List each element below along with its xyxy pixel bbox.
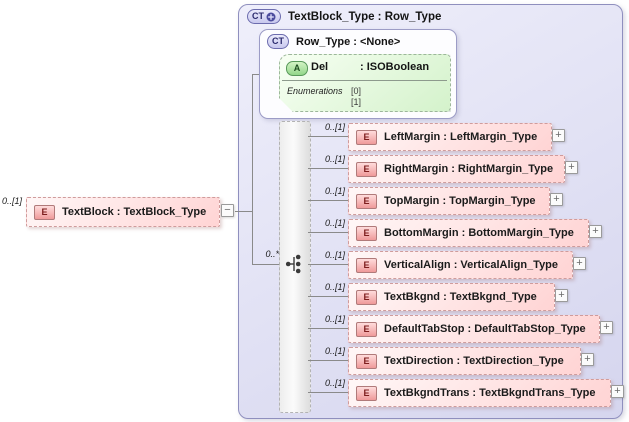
occurrence-label: 0..[1] bbox=[324, 250, 345, 260]
element-label: TextDirection : TextDirection_Type bbox=[384, 355, 564, 367]
element-label: DefaultTabStop : DefaultTabStop_Type bbox=[384, 323, 586, 335]
attribute-type: : ISOBoolean bbox=[360, 61, 430, 73]
base-type-title: Row_Type : <None> bbox=[296, 35, 401, 48]
element-label: TopMargin : TopMargin_Type bbox=[384, 195, 536, 207]
connector-line bbox=[308, 232, 348, 233]
expand-button[interactable]: + bbox=[555, 289, 568, 302]
sequence-group-bar[interactable] bbox=[279, 121, 311, 413]
element-label: LeftMargin : LeftMargin_Type bbox=[384, 131, 538, 143]
connector-line bbox=[308, 136, 348, 137]
connector-line bbox=[308, 168, 348, 169]
expand-button[interactable]: + bbox=[600, 321, 613, 334]
occurrence-label: 0..[1] bbox=[324, 186, 345, 196]
connector-line bbox=[308, 200, 348, 201]
connector-line bbox=[252, 74, 253, 265]
root-element-box[interactable]: E TextBlock : TextBlock_Type bbox=[26, 197, 220, 227]
complex-type-title: TextBlock_Type : Row_Type bbox=[288, 10, 442, 23]
element-box[interactable]: E TopMargin : TopMargin_Type bbox=[348, 187, 550, 215]
element-badge: E bbox=[356, 161, 377, 177]
attribute-box[interactable]: A Del : ISOBoolean Enumerations [0] [1] bbox=[279, 54, 451, 112]
connector-line bbox=[252, 264, 279, 265]
element-badge: E bbox=[356, 129, 377, 145]
connector-line bbox=[308, 296, 348, 297]
occurrence-label: 0..[1] bbox=[324, 218, 345, 228]
element-box[interactable]: E TextBkgnd : TextBkgnd_Type bbox=[348, 283, 555, 311]
connector-line bbox=[308, 328, 348, 329]
connector-line bbox=[308, 392, 348, 393]
connector-line bbox=[308, 264, 348, 265]
expand-button[interactable]: + bbox=[573, 257, 586, 270]
element-badge: E bbox=[34, 204, 55, 220]
element-box[interactable]: E DefaultTabStop : DefaultTabStop_Type bbox=[348, 315, 600, 343]
complex-type-container: CT TextBlock_Type : Row_Type CT Row_Type… bbox=[238, 4, 623, 419]
base-type-badge: CT bbox=[267, 34, 289, 49]
attribute-separator bbox=[282, 80, 447, 81]
expand-button[interactable]: + bbox=[581, 353, 594, 366]
element-box[interactable]: E RightMargin : RightMargin_Type bbox=[348, 155, 565, 183]
enumerations-label: Enumerations bbox=[287, 86, 343, 96]
element-badge: E bbox=[356, 289, 377, 305]
collapse-button[interactable]: − bbox=[221, 204, 234, 217]
element-box[interactable]: E VerticalAlign : VerticalAlign_Type bbox=[348, 251, 573, 279]
occurrence-label: 0..[1] bbox=[324, 314, 345, 324]
occurrence-label: 0..[1] bbox=[324, 346, 345, 356]
expand-button[interactable]: + bbox=[589, 225, 602, 238]
expand-button[interactable]: + bbox=[550, 193, 563, 206]
element-label: VerticalAlign : VerticalAlign_Type bbox=[384, 259, 559, 271]
occurrence-label: 0..[1] bbox=[324, 154, 345, 164]
occurrence-label: 0..[1] bbox=[324, 122, 345, 132]
element-label: BottomMargin : BottomMargin_Type bbox=[384, 227, 574, 239]
element-box[interactable]: E LeftMargin : LeftMargin_Type bbox=[348, 123, 552, 151]
expand-button[interactable]: + bbox=[611, 385, 624, 398]
expand-button[interactable]: + bbox=[552, 129, 565, 142]
element-label: TextBkgndTrans : TextBkgndTrans_Type bbox=[384, 387, 596, 399]
attribute-badge: A bbox=[286, 61, 308, 76]
complex-type-badge: CT bbox=[247, 9, 281, 24]
element-box[interactable]: E BottomMargin : BottomMargin_Type bbox=[348, 219, 589, 247]
element-badge: E bbox=[356, 385, 377, 401]
element-badge: E bbox=[356, 321, 377, 337]
connector-line bbox=[252, 74, 259, 75]
element-badge: E bbox=[356, 225, 377, 241]
element-box[interactable]: E TextDirection : TextDirection_Type bbox=[348, 347, 581, 375]
enumeration-value: [0] bbox=[351, 86, 362, 96]
enumeration-value: [1] bbox=[351, 97, 362, 107]
element-badge: E bbox=[356, 193, 377, 209]
element-badge: E bbox=[356, 353, 377, 369]
root-element-label: TextBlock : TextBlock_Type bbox=[62, 206, 207, 218]
expand-button[interactable]: + bbox=[565, 161, 578, 174]
element-label: RightMargin : RightMargin_Type bbox=[384, 163, 554, 175]
sequence-occurrence-label: 0..* bbox=[265, 249, 279, 259]
root-occurrence-label: 0..[1] bbox=[2, 196, 23, 206]
element-box[interactable]: E TextBkgndTrans : TextBkgndTrans_Type bbox=[348, 379, 611, 407]
plus-circle-icon bbox=[266, 12, 276, 21]
complex-type-header: CT TextBlock_Type : Row_Type bbox=[247, 9, 441, 24]
base-type-box: CT Row_Type : <None> A Del : ISOBoolean … bbox=[259, 29, 457, 119]
attribute-name: Del bbox=[311, 61, 329, 73]
element-label: TextBkgnd : TextBkgnd_Type bbox=[384, 291, 537, 303]
connector-line bbox=[235, 211, 252, 212]
occurrence-label: 0..[1] bbox=[324, 378, 345, 388]
complex-type-badge-label: CT bbox=[252, 11, 264, 21]
occurrence-label: 0..[1] bbox=[324, 282, 345, 292]
connector-line bbox=[308, 360, 348, 361]
sequence-icon bbox=[285, 254, 301, 274]
element-badge: E bbox=[356, 257, 377, 273]
base-type-header: CT Row_Type : <None> bbox=[267, 34, 400, 49]
